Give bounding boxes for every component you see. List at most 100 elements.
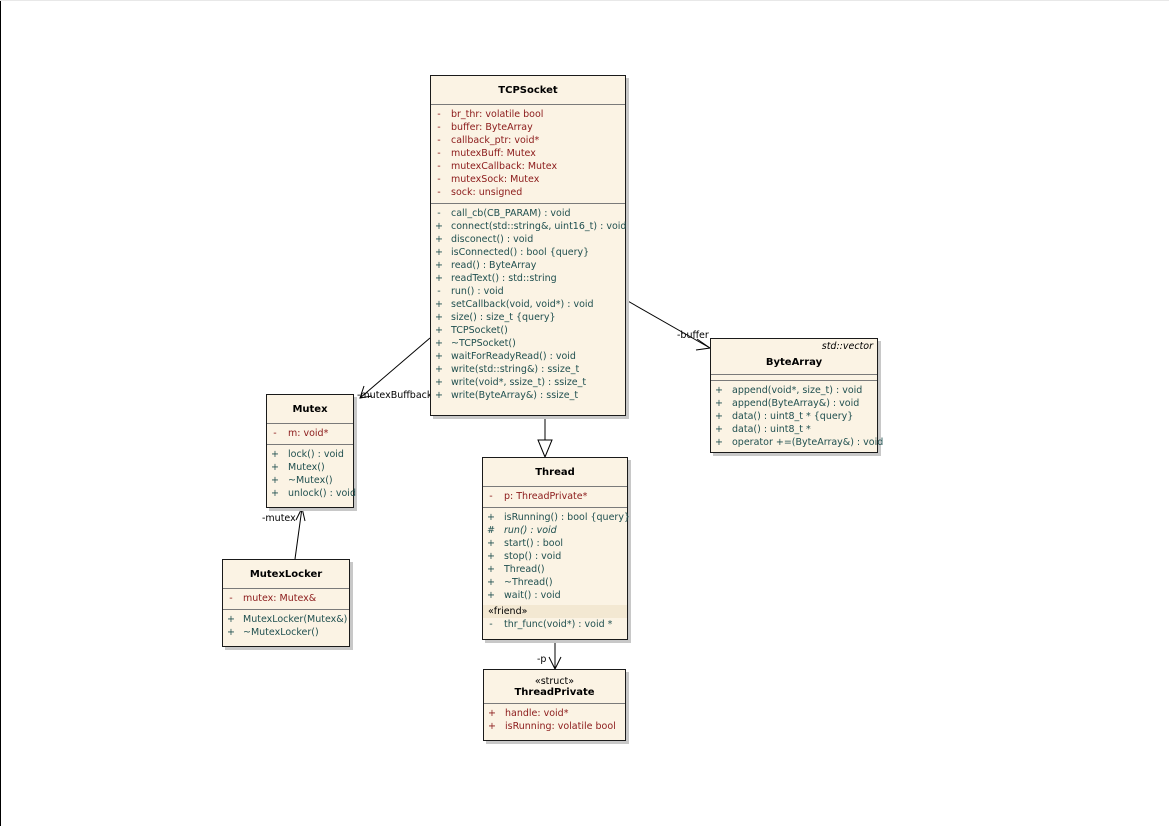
attribute-row: -mutex: Mutex&: [223, 592, 349, 605]
operation-row: + disconect() : void: [431, 233, 625, 246]
arrowhead-mutex-from-locker: [295, 506, 306, 522]
operation-row: +~TCPSocket(): [431, 337, 625, 350]
attributes-section: -p: ThreadPrivate*: [483, 486, 627, 507]
visibility-marker: +: [487, 590, 495, 601]
operation-text: disconect() : void: [451, 234, 534, 245]
operation-text: write(ByteArray&) : ssize_t: [451, 390, 579, 401]
operation-row: +Mutex(): [267, 461, 353, 474]
struct-stereotype: «struct»: [534, 676, 575, 687]
class-thread[interactable]: Thread -p: ThreadPrivate* +isRunning() :…: [482, 457, 630, 640]
operations-section: +lock() : void+Mutex()+~Mutex()+unlock()…: [267, 444, 356, 504]
class-name: TCPSocket: [498, 85, 558, 96]
operation-row: + Thread(): [483, 563, 627, 576]
attribute-row: -mutexSock: Mutex: [431, 173, 625, 186]
operation-row: +unlock() : void: [267, 487, 356, 500]
attribute-text: p: ThreadPrivate*: [504, 491, 588, 502]
attribute-text: mutexSock: Mutex: [451, 174, 540, 185]
attributes-section: [711, 374, 877, 380]
visibility-marker: +: [435, 338, 443, 349]
operation-text: isConnected() : bool {query}: [451, 247, 590, 258]
operation-text: data() : uint8_t *: [732, 424, 811, 435]
operation-row: -run() : void: [431, 285, 625, 298]
class-name: MutexLocker: [249, 569, 323, 580]
attributes-section: -m: void*: [267, 423, 353, 444]
operation-row: + write(ByteArray&) : ssize_t: [431, 389, 625, 402]
operation-row: +setCallback(void, void*) : void: [431, 298, 625, 311]
edge-tcpsocket-mutex: [359, 337, 431, 399]
visibility-marker: +: [435, 221, 443, 232]
attributes-section: -mutex: Mutex&: [223, 588, 349, 609]
operation-text: MutexLocker(Mutex&): [243, 614, 348, 625]
visibility-marker: -: [437, 286, 441, 297]
edge-label-buffer: -buffer: [677, 330, 709, 341]
operation-row: +~Thread(): [483, 576, 627, 589]
class-header: «struct» ThreadPrivate: [484, 670, 625, 703]
visibility-marker: +: [715, 385, 723, 396]
operation-text: append(void*, size_t) : void: [732, 385, 863, 396]
visibility-marker: +: [271, 488, 279, 499]
class-mutex[interactable]: Mutex -m: void* +lock() : void+Mutex()+~…: [266, 394, 356, 508]
operation-row: +MutexLocker(Mutex&): [223, 613, 349, 626]
visibility-marker: +: [487, 551, 495, 562]
operation-row: + connect(std::string&, uint16_t) : void: [431, 220, 627, 233]
arrowhead-mutex: [359, 385, 373, 399]
class-name: ByteArray: [765, 357, 823, 368]
attribute-text: mutex: Mutex&: [243, 593, 317, 604]
class-threadprivate[interactable]: «struct» ThreadPrivate +handle: void*+ is…: [483, 669, 626, 741]
visibility-marker: +: [715, 411, 723, 422]
operation-text: write(std::string&) : ssize_t: [451, 364, 580, 375]
visibility-marker: +: [488, 708, 496, 719]
operations-section: +MutexLocker(Mutex&)+~MutexLocker(): [223, 609, 349, 643]
operation-text: run() : void: [451, 286, 504, 297]
operation-text: Mutex(): [288, 462, 325, 473]
operation-row: -call_cb(CB_PARAM) : void: [431, 207, 625, 220]
attribute-text: br_thr: volatile bool: [451, 109, 544, 120]
visibility-marker: -: [437, 208, 441, 219]
operation-text: lock() : void: [288, 449, 344, 460]
attribute-row: +handle: void*: [484, 707, 625, 720]
attribute-row: -sock: unsigned: [431, 186, 625, 199]
visibility-marker: +: [715, 398, 723, 409]
attribute-text: isRunning: volatile bool: [505, 721, 616, 732]
operation-row: +size() : size_t {query}: [431, 311, 625, 324]
attribute-row: -p: ThreadPrivate*: [483, 490, 627, 503]
attributes-section: +handle: void*+ isRunning: volatile bool: [484, 703, 625, 737]
operation-row: +lock() : void: [267, 448, 353, 461]
visibility-marker: -: [273, 428, 277, 439]
operation-text: readText() : std::string: [451, 273, 557, 284]
operation-row: -thr_func(void*) : void *: [483, 618, 627, 631]
visibility-marker: +: [435, 247, 443, 258]
operation-row: +start() : bool: [483, 537, 627, 550]
operation-row: +read() : ByteArray: [431, 259, 625, 272]
visibility-marker: -: [229, 593, 233, 604]
operation-text: write(void*, ssize_t) : ssize_t: [451, 377, 587, 388]
attribute-text: sock: unsigned: [451, 187, 523, 198]
operations-section: +append(void*, size_t) : void+append(Byt…: [711, 380, 883, 453]
operation-text: thr_func(void*) : void *: [504, 619, 613, 630]
visibility-marker: +: [435, 390, 443, 401]
class-bytearray[interactable]: std::vector ByteArray + append(void*, siz…: [710, 338, 883, 453]
visibility-marker: +: [435, 351, 443, 362]
operation-text: operator +=(ByteArray&) : void: [732, 437, 884, 448]
attribute-row: -mutexCallback: Mutex: [431, 160, 625, 173]
visibility-marker: -: [437, 161, 441, 172]
operation-text: Thread(): [504, 564, 545, 575]
visibility-marker: +: [435, 234, 443, 245]
operations-section: +isRunning() : bool {query}#run() : void…: [483, 507, 630, 631]
operations-section: -call_cb(CB_PARAM) : void+connect(std::s…: [431, 203, 627, 406]
class-tcpsocket[interactable]: TCPSocket -br_thr: volatile bool-buffer:…: [430, 75, 626, 416]
template-parameter: std::vector: [821, 341, 873, 352]
operation-row: + readText() : std::string: [431, 272, 625, 285]
class-mutexlocker[interactable]: MutexLocker -mutex: Mutex& +MutexLocker(…: [222, 559, 350, 647]
operation-text: ~Thread(): [504, 577, 553, 588]
operation-text: connect(std::string&, uint16_t) : void: [451, 221, 627, 232]
visibility-marker: +: [435, 273, 443, 284]
visibility-marker: -: [489, 491, 493, 502]
visibility-marker: -: [489, 619, 493, 630]
operation-row: +data() : uint8_t *: [711, 423, 877, 436]
visibility-marker: +: [487, 564, 495, 575]
visibility-marker: -: [437, 148, 441, 159]
visibility-marker: -: [437, 122, 441, 133]
friend-stereotype: «friend»: [483, 605, 627, 618]
visibility-marker: +: [487, 538, 495, 549]
